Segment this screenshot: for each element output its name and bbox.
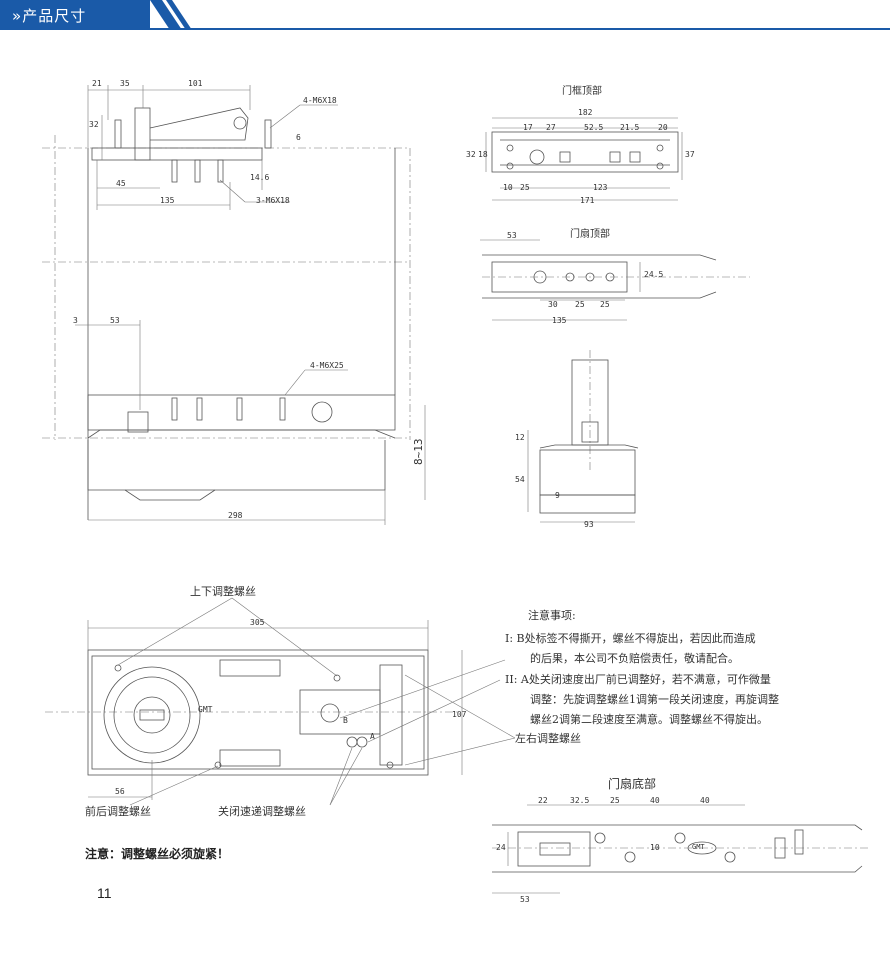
dim-s12: 12 [515,433,525,442]
label-front-back-screw: 前后调整螺丝 [85,805,151,818]
note-1-line-1: I: B处标签不得撕开，螺丝不得旋出，若因此而造成 [505,632,756,645]
frame-top-title: 门框顶部 [562,86,602,97]
dim-b32-5: 32.5 [570,796,590,805]
frame-top-view [485,117,683,201]
dim-b24: 24 [496,843,506,852]
note-1-line-2: 的后果，本公司不负赔偿责任，敬请配合。 [530,652,739,665]
note-2-line-1: II: A处关闭速度出厂前已调整好，若不满意，可作微量 [505,673,771,686]
dim-b53: 53 [520,895,530,904]
leaf-bottom-title: 门扇底部 [608,777,657,791]
dim-53: 53 [110,316,120,325]
mark-bottom-gmt: GMT [692,843,705,851]
header-stripes [150,0,192,30]
dim-s54: 54 [515,475,525,484]
dim-298: 298 [228,511,243,520]
dim-14-6: 14.6 [250,173,270,182]
dim-f171: 171 [580,196,595,205]
leaf-top-title: 门扇顶部 [570,229,610,240]
dim-b25: 25 [610,796,620,805]
label-up-down-screw: 上下调整螺丝 [190,585,256,598]
dim-3-m6x18: 3-M6X18 [256,196,290,205]
dim-b40b: 40 [700,796,710,805]
section-header: »产品尺寸 [0,0,890,30]
dim-45: 45 [116,179,126,188]
dim-l24-5: 24.5 [644,270,664,279]
dim-l30: 30 [548,300,558,309]
mark-b: B [343,716,348,725]
dim-17: 17 [523,123,533,132]
header-title-text: 产品尺寸 [22,7,87,25]
page-number: 11 [97,885,112,901]
dim-27: 27 [546,123,556,132]
note-2-line-2: 调整：先旋调整螺丝1调第一段关闭速度，再旋调整 [530,693,779,706]
dim-f37: 37 [685,150,695,159]
dim-f10: 10 [503,183,513,192]
dim-f123: 123 [593,183,608,192]
dim-32: 32 [89,120,99,129]
dim-8-13: 8~13 [412,438,425,466]
header-bar [0,0,150,30]
notes-title: 注意事项: [528,609,576,622]
leaf-top-view [480,239,750,321]
side-section-view [527,350,639,523]
dim-s93: 93 [584,520,594,529]
header-title: »产品尺寸 [12,7,87,25]
mark-a: A [370,732,375,741]
side-elevation [42,85,426,525]
plan-view [45,597,516,806]
dim-35: 35 [120,79,130,88]
dim-52-5: 52.5 [584,123,604,132]
dim-p305: 305 [250,618,265,627]
dim-f32: 32 [466,150,476,159]
label-left-right-screw: 左右调整螺丝 [515,732,581,745]
dim-21-5: 21.5 [620,123,640,132]
dim-f25: 25 [520,183,530,192]
dim-b10: 10 [650,843,660,852]
dim-135: 135 [160,196,175,205]
dim-l25b: 25 [600,300,610,309]
mark-gmt: GMT [198,705,213,714]
dim-20: 20 [658,123,668,132]
dim-3: 3 [73,316,78,325]
dim-21: 21 [92,79,102,88]
dim-182: 182 [578,108,593,117]
dim-f18: 18 [478,150,488,159]
dim-l53: 53 [507,231,517,240]
dim-4-m6x18: 4-M6X18 [303,96,337,105]
dim-4-m6x25: 4-M6X25 [310,361,344,370]
dim-l135: 135 [552,316,567,325]
dim-b22: 22 [538,796,548,805]
warning-text: 注意：调整螺丝必须旋紧！ [85,847,230,861]
dim-s9: 9 [555,491,560,500]
label-close-speed-screw: 关闭速递调整螺丝 [218,805,306,818]
dim-b40a: 40 [650,796,660,805]
dim-l25a: 25 [575,300,585,309]
dim-101: 101 [188,79,203,88]
note-2-line-3: 螺丝2调第二段速度至满意。调整螺丝不得旋出。 [530,713,768,726]
header-underline [150,28,890,30]
dim-p107: 107 [452,710,467,719]
dim-p56: 56 [115,787,125,796]
dim-6: 6 [296,133,301,142]
leaf-bottom-view [492,804,870,894]
